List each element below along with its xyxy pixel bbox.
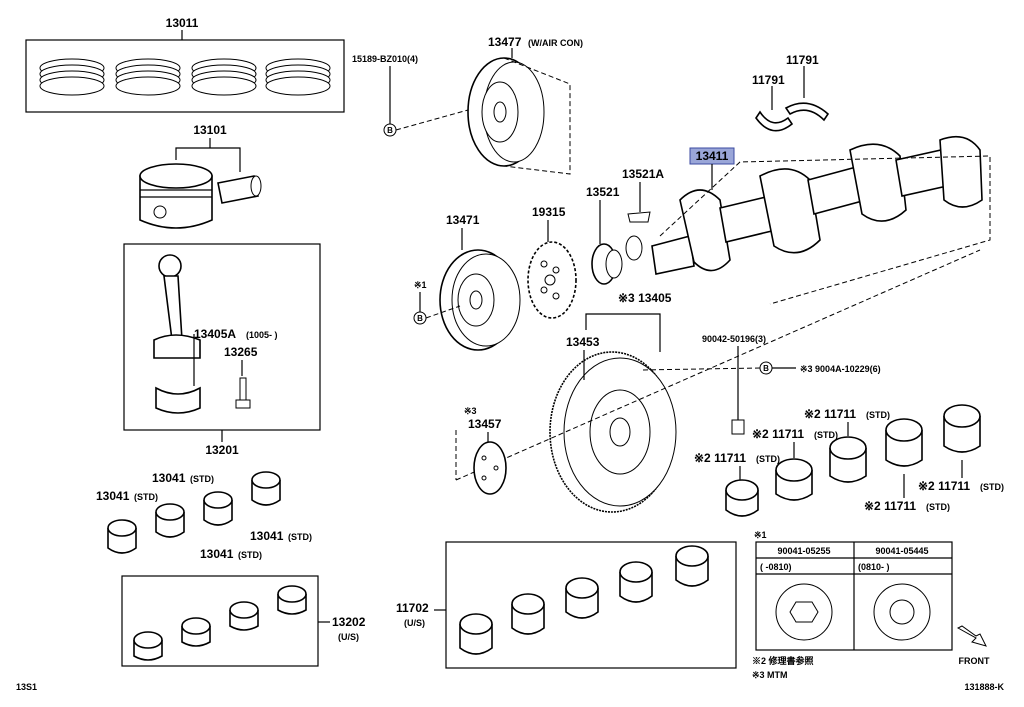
label-13477[interactable]: 13477 <box>488 35 522 49</box>
label-13041-b[interactable]: 13041 <box>152 471 186 485</box>
b-marker-3-text: B <box>763 364 769 373</box>
label-11711-c-note: (STD) <box>866 410 890 420</box>
label-11711-d-note: (STD) <box>926 502 950 512</box>
rod-cap[interactable] <box>155 386 201 414</box>
label-13041-a-note: (STD) <box>134 492 158 502</box>
label-11711-a-note: (STD) <box>756 454 780 464</box>
piston[interactable] <box>139 163 262 229</box>
label-11702[interactable]: 11702 <box>396 601 429 615</box>
label-13405[interactable]: ※3 13405 <box>618 291 672 305</box>
flywheel[interactable] <box>549 351 677 513</box>
label-mark1: ※1 <box>414 280 427 290</box>
plug-reference-table <box>755 541 953 651</box>
main-bearing-11711-set[interactable] <box>725 404 981 517</box>
label-13101[interactable]: 13101 <box>193 123 227 137</box>
label-13041-c-note: (STD) <box>288 532 312 542</box>
b-marker-2-text: B <box>417 314 423 323</box>
table-range1: ( -0810) <box>760 562 792 572</box>
label-13453[interactable]: 13453 <box>566 335 600 349</box>
label-13041-c[interactable]: 13041 <box>250 529 284 543</box>
label-9004A[interactable]: ※3 9004A-10229(6) <box>800 364 881 374</box>
label-13477-note: (W/AIR CON) <box>528 38 583 48</box>
label-15189[interactable]: 15189-BZ010(4) <box>352 54 418 64</box>
table-range2: (0810- ) <box>858 562 890 572</box>
bearing-13202-box <box>121 575 319 667</box>
plate-13457[interactable] <box>473 441 507 495</box>
bearing-13041-set[interactable] <box>107 471 281 554</box>
bearing-11702-box <box>445 541 737 669</box>
connecting-rod[interactable] <box>153 254 201 359</box>
label-11711-d[interactable]: ※2 11711 <box>864 499 916 513</box>
label-13011[interactable]: 13011 <box>166 16 199 30</box>
bearing-13202-set[interactable] <box>133 585 307 661</box>
b-marker-1-text: B <box>387 126 393 135</box>
front-label: FRONT <box>959 656 990 666</box>
front-arrow-icon <box>956 625 987 647</box>
label-13405A-note: (1005- ) <box>246 330 278 340</box>
footnote-2: ※2 修理書参照 <box>752 655 814 666</box>
label-13041-b-note: (STD) <box>190 474 214 484</box>
label-11791-b[interactable]: 11791 <box>786 53 819 67</box>
crankshaft[interactable] <box>651 135 983 275</box>
label-13202[interactable]: 13202 <box>332 615 366 629</box>
table-col1[interactable]: 90041-05255 <box>777 546 830 556</box>
pulley-13471[interactable] <box>439 249 521 351</box>
label-19315[interactable]: 19315 <box>532 205 566 219</box>
corner-code-left: 13S1 <box>16 682 37 692</box>
label-13202-note: (U/S) <box>338 632 359 642</box>
label-13041-d[interactable]: 13041 <box>200 547 234 561</box>
label-13457-mark: ※3 <box>464 406 477 416</box>
label-13471[interactable]: 13471 <box>446 213 480 227</box>
label-13201[interactable]: 13201 <box>205 443 239 457</box>
table-col2[interactable]: 90041-05445 <box>875 546 928 556</box>
label-13521A[interactable]: 13521A <box>622 167 664 181</box>
pin-90042[interactable] <box>731 419 745 435</box>
label-13521[interactable]: 13521 <box>586 185 620 199</box>
crank-key-slot <box>625 235 643 261</box>
label-11711-c[interactable]: ※2 11711 <box>804 407 856 421</box>
label-13457[interactable]: 13457 <box>468 417 502 431</box>
label-13041-a[interactable]: 13041 <box>96 489 130 503</box>
bearing-11702-set[interactable] <box>459 545 709 655</box>
gear-13521[interactable] <box>591 243 623 285</box>
piston-ring-set[interactable] <box>25 30 345 113</box>
table-mark: ※1 <box>754 530 767 540</box>
pulley-13477[interactable] <box>467 57 545 167</box>
label-11711-e-note: (STD) <box>980 482 1004 492</box>
label-13405A[interactable]: 13405A <box>194 327 236 341</box>
label-11702-note: (U/S) <box>404 618 425 628</box>
key-13521A[interactable] <box>627 211 651 223</box>
footnote-3: ※3 MTM <box>752 670 788 680</box>
label-11711-b-note: (STD) <box>814 430 838 440</box>
thrust-washer-11791[interactable] <box>755 102 830 132</box>
label-11711-e[interactable]: ※2 11711 <box>918 479 970 493</box>
label-13411[interactable]: 13411 <box>696 149 729 163</box>
label-13265[interactable]: 13265 <box>224 345 258 359</box>
label-11711-b[interactable]: ※2 11711 <box>752 427 804 441</box>
label-11791-a[interactable]: 11791 <box>752 73 785 87</box>
rod-bolt[interactable] <box>235 377 251 409</box>
sprocket-19315[interactable] <box>527 241 577 319</box>
label-13041-d-note: (STD) <box>238 550 262 560</box>
corner-code-right: 131888-K <box>964 682 1004 692</box>
label-90042[interactable]: 90042-50196(3) <box>702 334 766 344</box>
label-11711-a[interactable]: ※2 11711 <box>694 451 746 465</box>
